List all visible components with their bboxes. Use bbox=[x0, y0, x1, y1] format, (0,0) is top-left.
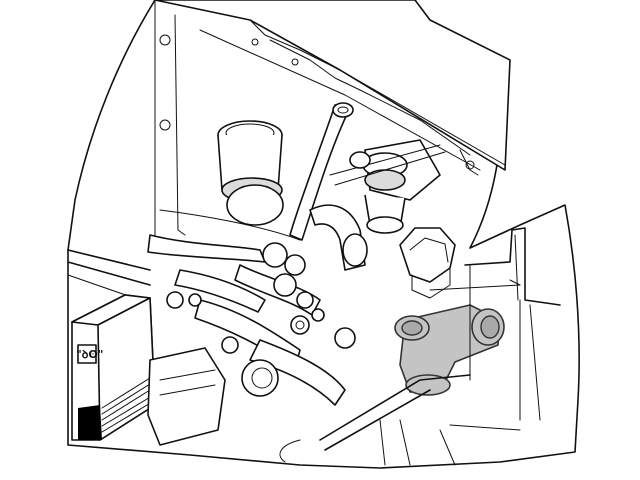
wall-bracket bbox=[429, 227, 561, 421]
heat-exchanger bbox=[217, 120, 284, 226]
valve-cluster bbox=[329, 139, 446, 234]
highlighted-fitting bbox=[394, 304, 505, 396]
hex-fitting bbox=[399, 227, 456, 299]
pump-fins bbox=[101, 377, 153, 433]
small-fittings bbox=[166, 242, 356, 397]
pump-label: "ꝺʘ" bbox=[76, 348, 103, 361]
pump-unit: "ꝺʘ" bbox=[71, 294, 226, 446]
boiler-housing bbox=[154, 0, 511, 256]
